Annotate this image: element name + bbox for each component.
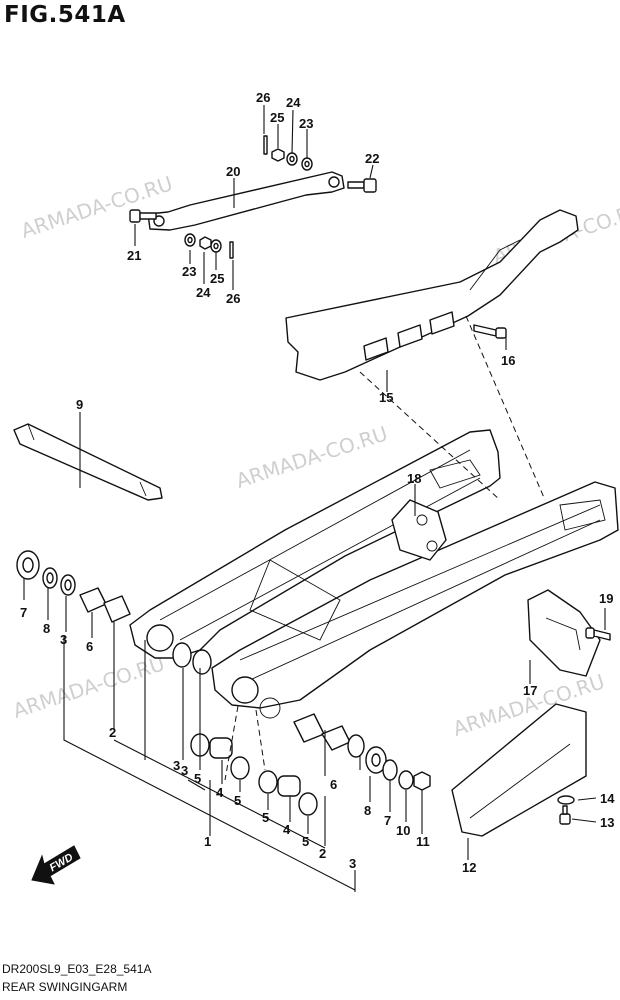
figure-title: FIG.541A	[4, 2, 126, 28]
callout: 23	[182, 264, 196, 279]
callout: 10	[396, 823, 410, 838]
callout: 12	[462, 860, 476, 875]
callout: 1	[204, 834, 211, 849]
callout: 3	[60, 632, 67, 647]
callout: 26	[226, 291, 240, 306]
callout: 18	[407, 471, 421, 486]
callout: 23	[299, 116, 313, 131]
callout: 3	[181, 763, 188, 778]
callout: 4	[216, 785, 224, 800]
right-pivot-hardware	[293, 713, 431, 791]
callout: 5	[302, 834, 309, 849]
callout: 15	[379, 390, 393, 405]
callout: 7	[384, 813, 391, 828]
callout: 9	[76, 397, 83, 412]
callout: 24	[286, 95, 301, 110]
lower-bearings	[190, 733, 318, 816]
figure-code: DR200SL9_E03_E28_541A	[2, 962, 152, 976]
bracket-18	[391, 499, 447, 561]
callout: 5	[194, 771, 201, 786]
callout: 3	[349, 856, 356, 871]
callout: 2	[109, 725, 116, 740]
callout: 26	[256, 90, 270, 105]
swingarm-body	[129, 429, 619, 719]
callout: 24	[196, 285, 211, 300]
callout: 2	[319, 846, 326, 861]
fwd-label: FWD	[48, 851, 76, 874]
callout: 16	[501, 353, 515, 368]
callout: 19	[599, 591, 613, 606]
bolt-19	[585, 627, 611, 641]
chain-slider	[451, 703, 587, 837]
callout: 25	[270, 110, 284, 125]
torque-rod	[147, 171, 345, 231]
callout: 4	[283, 822, 291, 837]
callout: 7	[20, 605, 27, 620]
callout: 5	[234, 793, 241, 808]
callout: 11	[416, 834, 430, 849]
callout: 8	[364, 803, 371, 818]
callout: 3	[173, 758, 180, 773]
callout: 6	[86, 639, 93, 654]
washer-14	[557, 795, 575, 805]
top-hardware	[184, 135, 313, 259]
callout: 20	[226, 164, 240, 179]
callout: 5	[262, 810, 269, 825]
bolt-21	[129, 209, 157, 223]
leader-lines	[23, 105, 606, 892]
callout: 17	[523, 683, 537, 698]
callout: 6	[330, 777, 337, 792]
callout: 22	[365, 151, 379, 166]
callout: 21	[127, 248, 141, 263]
fwd-arrow: FWD	[31, 845, 81, 885]
callout: 13	[600, 815, 614, 830]
callout: 14	[600, 791, 615, 806]
chain-guide	[527, 589, 601, 677]
bolt-22	[347, 178, 377, 193]
callout: 8	[43, 621, 50, 636]
callout: 25	[210, 271, 224, 286]
pivot-shaft	[13, 423, 163, 501]
chain-case	[285, 209, 579, 381]
bolt-13	[559, 805, 571, 825]
left-pivot-hardware	[16, 550, 212, 675]
figure-caption: REAR SWINGINGARM	[2, 980, 128, 994]
bolt-16	[473, 324, 507, 339]
callouts: 26 24 25 23 22 20 21 23 25 24 26 16 15 9…	[20, 90, 615, 875]
